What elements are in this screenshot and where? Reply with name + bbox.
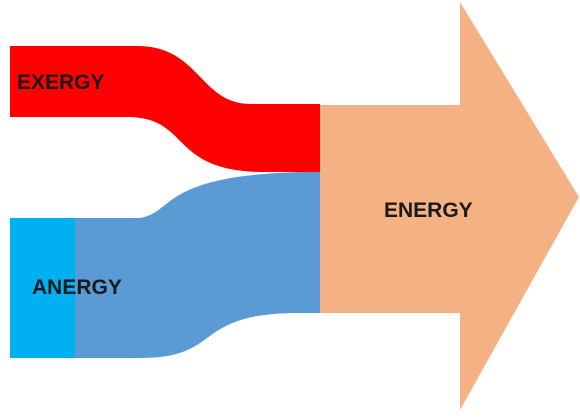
anergy-source-block xyxy=(10,218,75,358)
anergy-flow-band xyxy=(75,172,320,358)
anergy-label: ANERGY xyxy=(32,276,122,299)
energy-arrow xyxy=(320,2,579,410)
energy-label: ENERGY xyxy=(384,199,473,222)
exergy-flow-band xyxy=(10,46,320,172)
exergy-label: EXERGY xyxy=(17,71,105,94)
